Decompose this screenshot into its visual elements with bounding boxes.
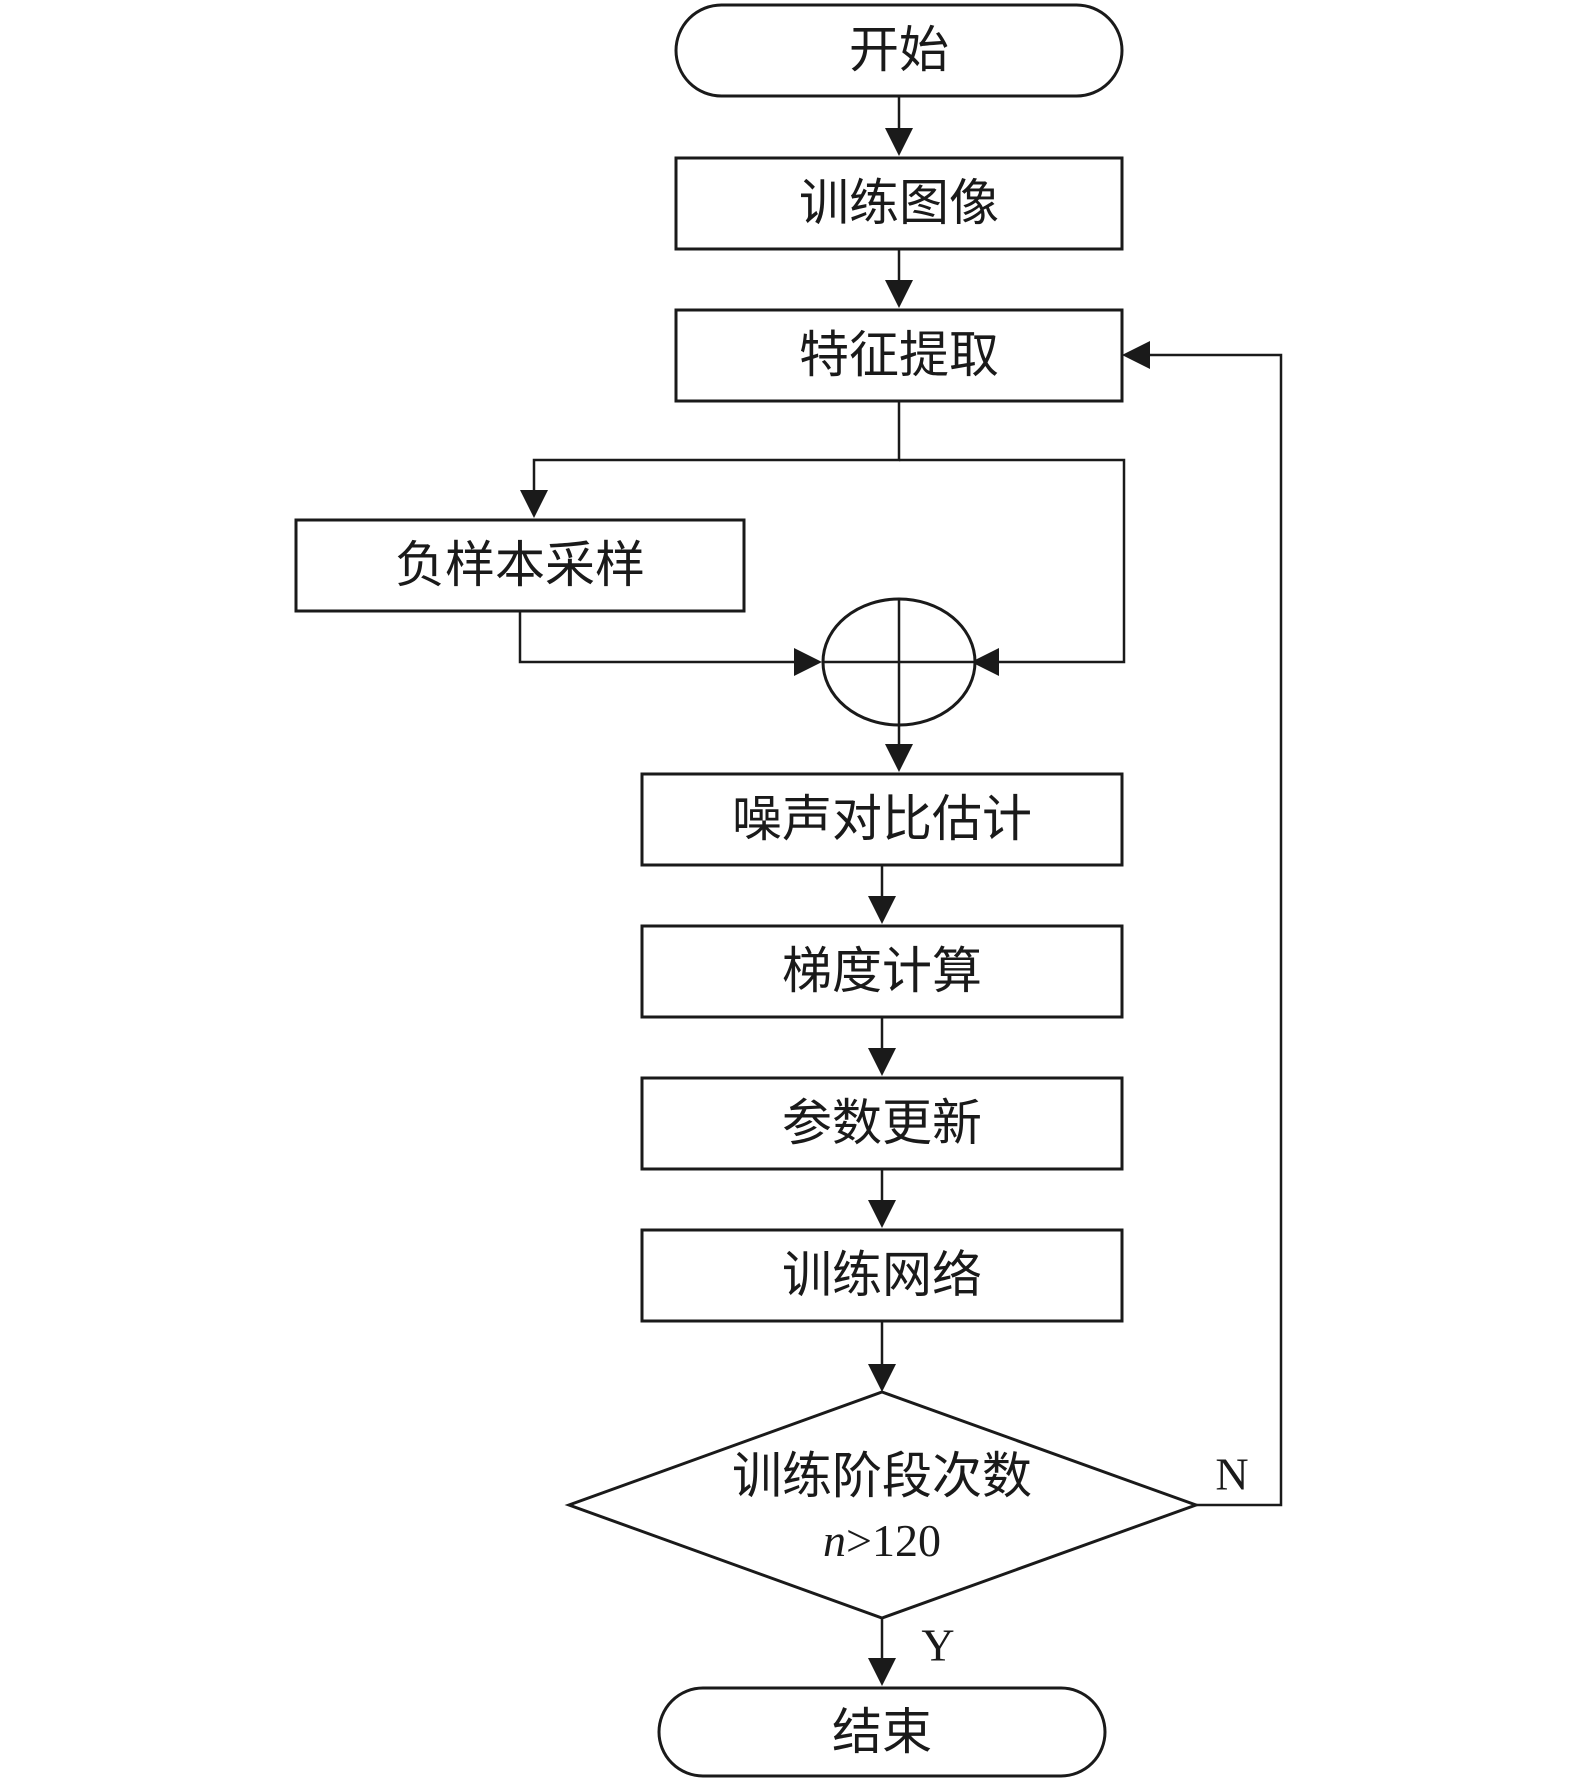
connector-negative-to-sum <box>518 611 822 676</box>
param-update-node: 参数更新 <box>640 1076 1124 1171</box>
decision-label-line1: 训练阶段次数 <box>732 1447 1032 1505</box>
connector-no-loop: N <box>1122 341 1283 1507</box>
train-network-node: 训练网络 <box>640 1228 1124 1323</box>
arrow-gradient-to-update <box>868 1017 896 1076</box>
nce-node: 噪声对比估计 <box>640 772 1124 867</box>
start-label: 开始 <box>849 21 949 79</box>
nce-label: 噪声对比估计 <box>732 790 1032 848</box>
gradient-node: 梯度计算 <box>640 924 1124 1019</box>
decision-variable: n <box>823 1515 846 1566</box>
arrow-nce-to-gradient <box>868 865 896 924</box>
arrow-train-images-to-feature <box>885 249 913 308</box>
gradient-label: 梯度计算 <box>782 942 982 1000</box>
no-branch-label: N <box>1215 1449 1248 1500</box>
feature-extraction-node: 特征提取 <box>674 308 1124 403</box>
param-update-label: 参数更新 <box>782 1094 982 1152</box>
end-label: 结束 <box>832 1703 932 1761</box>
train-images-label: 训练图像 <box>799 174 999 232</box>
decision-node: 训练阶段次数 n>120 <box>564 1390 1201 1620</box>
negative-sampling-node: 负样本采样 <box>294 518 746 613</box>
negative-sampling-label: 负样本采样 <box>395 536 645 594</box>
start-node: 开始 <box>674 3 1124 98</box>
summing-junction <box>821 597 977 727</box>
end-node: 结束 <box>657 1686 1107 1778</box>
train-images-node: 训练图像 <box>674 156 1124 251</box>
feature-extraction-label: 特征提取 <box>799 326 999 384</box>
arrow-network-to-decision <box>868 1321 896 1392</box>
connector-yes-to-end: Y <box>868 1618 955 1686</box>
arrow-start-to-train-images <box>885 96 913 156</box>
train-network-label: 训练网络 <box>782 1246 982 1304</box>
yes-branch-label: Y <box>921 1620 954 1671</box>
decision-condition: >120 <box>846 1515 941 1566</box>
decision-label-line2: n>120 <box>823 1515 941 1566</box>
arrow-update-to-network <box>868 1169 896 1228</box>
connector-feature-split <box>520 401 1126 676</box>
arrow-sum-to-nce <box>885 725 913 772</box>
